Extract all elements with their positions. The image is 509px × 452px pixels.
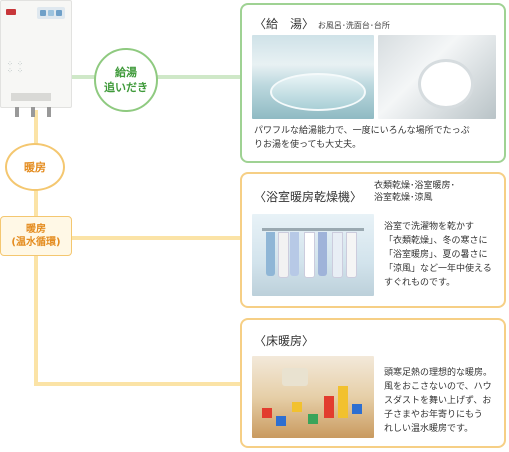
bath-dryer-desc-line5: すぐれものです。: [384, 278, 456, 288]
unit-base: [11, 93, 51, 101]
pipe: [15, 107, 19, 117]
pipe: [47, 107, 51, 117]
toy-blocks-photo: [252, 356, 374, 438]
floor-heating-desc-line2: 風をおこさないので、ハウ: [384, 382, 492, 392]
hot-water-description: パワフルな給湯能力で、一度にいろんな場所でたっぷ りお湯を使っても大丈夫。: [254, 124, 504, 152]
pipe: [31, 107, 35, 117]
heating-circulation-line2: (温水循環): [11, 237, 61, 248]
bath-dryer-desc-line2: 「衣類乾燥」、冬の寒さに: [384, 236, 488, 246]
bath-dryer-subtitle-line2: 浴室乾燥･涼風: [374, 193, 433, 203]
dryer-connector-line: [72, 236, 242, 240]
floor-heating-desc-line4: 子さまやお年寄りにもう: [384, 410, 483, 420]
heating-badge-label: 暖房: [24, 161, 46, 174]
bath-dryer-desc-line4: 「涼風」など一年中使える: [384, 264, 492, 274]
bath-dryer-subtitle: 衣類乾燥･浴室暖房･ 浴室乾燥･涼風: [374, 180, 455, 204]
floor-heating-title: 〈床暖房〉: [254, 334, 315, 348]
hot-water-card: 〈給 湯〉 お風呂･洗面台･台所 パワフルな給湯能力で、一度にいろんな場所でたっ…: [240, 3, 506, 163]
bath-dryer-description: 浴室で洗濯物を乾かす 「衣類乾燥」、冬の寒さに 「浴室暖房」、夏の暑さに 「涼風…: [384, 220, 504, 290]
display-panel: [37, 7, 65, 19]
heating-circulation-line1: 暖房: [26, 224, 46, 235]
floor-heating-desc-line3: スダストを舞い上げず、お: [384, 396, 492, 406]
hot-water-desc-line2: りお湯を使っても大丈夫。: [254, 140, 362, 150]
hot-water-reheat-badge: 給湯 追いだき: [94, 48, 158, 112]
floor-heating-desc-line5: れしい温水暖房です。: [384, 424, 474, 434]
floor-connector-line: [34, 382, 242, 386]
hot-water-badge-line1: 給湯: [115, 66, 137, 79]
hot-water-subtitle: お風呂･洗面台･台所: [317, 21, 390, 30]
hot-water-title-row: 〈給 湯〉 お風呂･洗面台･台所: [254, 15, 390, 32]
bath-dryer-desc-line1: 浴室で洗濯物を乾かす: [384, 222, 475, 232]
bath-dryer-title: 〈浴室暖房乾燥機〉: [254, 190, 363, 204]
heating-circulation-tag: 暖房 (温水循環): [0, 216, 72, 256]
bath-dryer-subtitle-line1: 衣類乾燥･浴室暖房･: [374, 181, 456, 191]
floor-heating-description: 頭寒足熱の理想的な暖房。 風をおこさないので、ハウ スダストを舞い上げず、お 子…: [384, 366, 504, 436]
bathtub-photo: [252, 35, 374, 119]
floor-heating-card: 〈床暖房〉 頭寒足熱の理想的な暖房。 風をおこさないので、ハウ スダストを舞い上…: [240, 318, 506, 448]
hot-water-badge-line2: 追いだき: [104, 81, 148, 94]
hot-water-desc-line1: パワフルな給湯能力で、一度にいろんな場所でたっぷ: [254, 126, 470, 136]
washing-dishes-photo: [378, 35, 496, 119]
heating-badge: 暖房: [5, 143, 65, 191]
water-heater-unit-image: ⁘ ⁘⁘ ⁘: [0, 0, 72, 117]
vent-grill: ⁘ ⁘⁘ ⁘: [7, 60, 24, 75]
floor-heating-desc-line1: 頭寒足熱の理想的な暖房。: [384, 368, 493, 378]
brand-logo: [6, 9, 16, 15]
bath-dryer-card: 〈浴室暖房乾燥機〉 衣類乾燥･浴室暖房･ 浴室乾燥･涼風 浴室で洗濯物を乾かす …: [240, 172, 506, 308]
bath-dryer-desc-line3: 「浴室暖房」、夏の暑さに: [384, 250, 488, 260]
drying-laundry-photo: [252, 214, 374, 296]
hot-water-title: 〈給 湯〉: [254, 17, 315, 31]
